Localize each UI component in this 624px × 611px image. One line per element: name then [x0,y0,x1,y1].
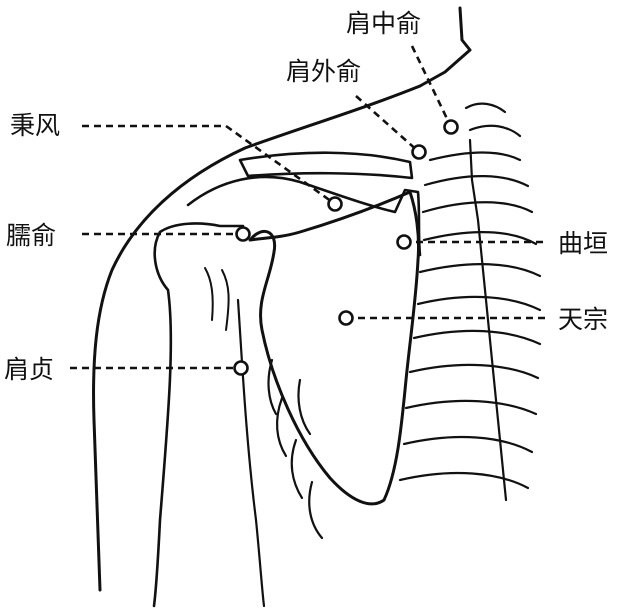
acupoint-quyuan[interactable] [396,234,412,250]
clavicle [238,151,414,180]
acupoint-tianzong[interactable] [338,310,354,326]
label-quyuan: 曲垣 [558,229,608,258]
acupoint-jianwaishu[interactable] [411,144,427,160]
ribs-under-scapula [267,358,324,540]
scapular-spine [186,175,422,257]
acupoint-naoshu[interactable] [235,226,251,242]
label-jianzhongshu: 肩中俞 [346,9,421,38]
anatomy-outline [92,6,542,608]
label-tianzong: 天宗 [558,305,608,334]
label-jianwaishu: 肩外俞 [286,57,361,86]
spine [468,138,508,502]
neck-outline [418,6,472,88]
leader-lines [70,45,548,370]
leader-jianzhongshu [410,45,453,128]
leader-bingfeng [82,124,336,206]
ribs [398,102,542,490]
label-bingfeng: 秉风 [10,111,60,140]
acupoint-markers [233,119,459,376]
label-jianzhen: 肩贞 [4,355,54,384]
humerus-inner [236,298,266,608]
leader-jianwaishu [355,95,420,153]
acupoint-jianzhen[interactable] [233,360,249,376]
humerus-head-detail [204,267,230,331]
humerus [152,222,245,608]
label-naoshu: 臑俞 [6,221,56,250]
acupoint-bingfeng[interactable] [327,196,343,212]
scapula [248,190,420,506]
acupoint-jianzhongshu[interactable] [443,119,459,135]
shoulder-arm-outline [92,84,422,592]
